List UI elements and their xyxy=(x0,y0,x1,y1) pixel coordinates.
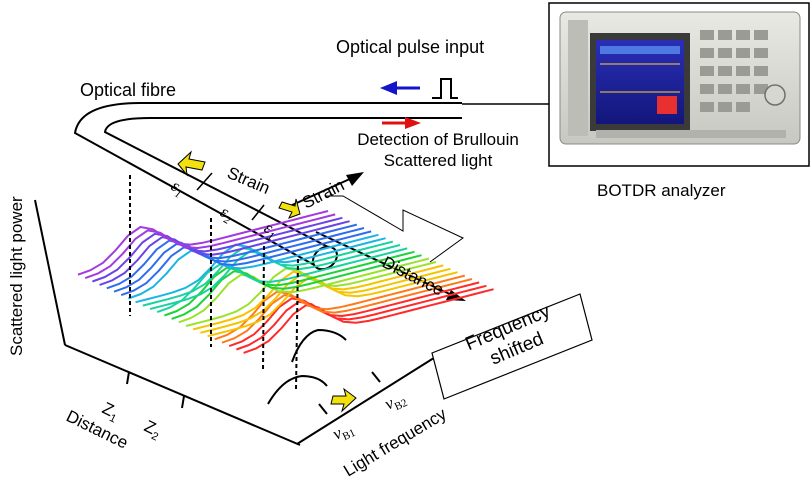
spectrum-trace xyxy=(156,247,408,314)
botdr-analyzer-instrument xyxy=(548,2,810,167)
nu-b1-label: νB1 xyxy=(330,418,358,447)
pulse-icon xyxy=(432,78,458,99)
detection-label-line2: Scattered light xyxy=(384,151,493,170)
spectrum-trace xyxy=(243,288,494,354)
optical-pulse-input-label: Optical pulse input xyxy=(336,37,484,57)
frequency-shift-arrow xyxy=(330,387,357,413)
spectrum-trace xyxy=(106,223,358,290)
strain-label-upper: Strain xyxy=(224,163,272,198)
spectrum-trace xyxy=(92,216,343,283)
spectrum-trace xyxy=(77,210,329,276)
brillouin-spectra-traces xyxy=(77,210,494,354)
z2-label: Z2 xyxy=(140,417,164,444)
optical-fibre-label: Optical fibre xyxy=(80,80,176,100)
botdr-analyzer-label: BOTDR analyzer xyxy=(597,181,726,200)
spectrum-trace xyxy=(214,274,466,341)
spectrum-trace xyxy=(228,281,480,348)
spectrum-trace xyxy=(178,257,430,324)
spectrum-trace xyxy=(128,233,379,300)
strain-right-arrow xyxy=(278,198,301,219)
nu-b2-label: νB2 xyxy=(382,388,410,417)
spectrum-trace xyxy=(171,254,422,320)
spectral-peak-upper xyxy=(291,328,347,363)
distance-label-bottom: Distance xyxy=(63,407,131,453)
strain-label-right: Strain xyxy=(299,175,347,212)
plot-axes xyxy=(34,199,438,446)
projection-dashed-lines xyxy=(129,175,299,391)
detection-arrow xyxy=(382,117,421,129)
strain-left-arrow xyxy=(177,150,206,177)
axis-tick-marks xyxy=(126,371,381,415)
detection-label-line1: Detection of Brullouin xyxy=(357,130,519,149)
frequency-shifted-box: Frequency shifted xyxy=(431,293,593,400)
strain-distribution-profile xyxy=(326,195,464,263)
spectrum-trace xyxy=(113,227,365,293)
spectrum-trace xyxy=(120,230,372,297)
spectrum-trace xyxy=(221,278,473,344)
epsilon-2-label: ε2 xyxy=(216,202,238,227)
spectral-peak-lower xyxy=(267,374,328,405)
spectrum-trace xyxy=(164,250,415,317)
spectrum-trace xyxy=(99,220,350,286)
strain-axis-arrow xyxy=(289,172,364,207)
scattered-light-power-label: Scattered light power xyxy=(7,196,26,356)
epsilon-1-left-label: ε1 xyxy=(167,176,188,201)
spectrum-trace xyxy=(236,284,487,351)
distance-label-right: Distance xyxy=(379,253,447,300)
optical-pulse-input-arrow xyxy=(380,81,420,95)
light-frequency-label: Light frequency xyxy=(340,404,450,480)
